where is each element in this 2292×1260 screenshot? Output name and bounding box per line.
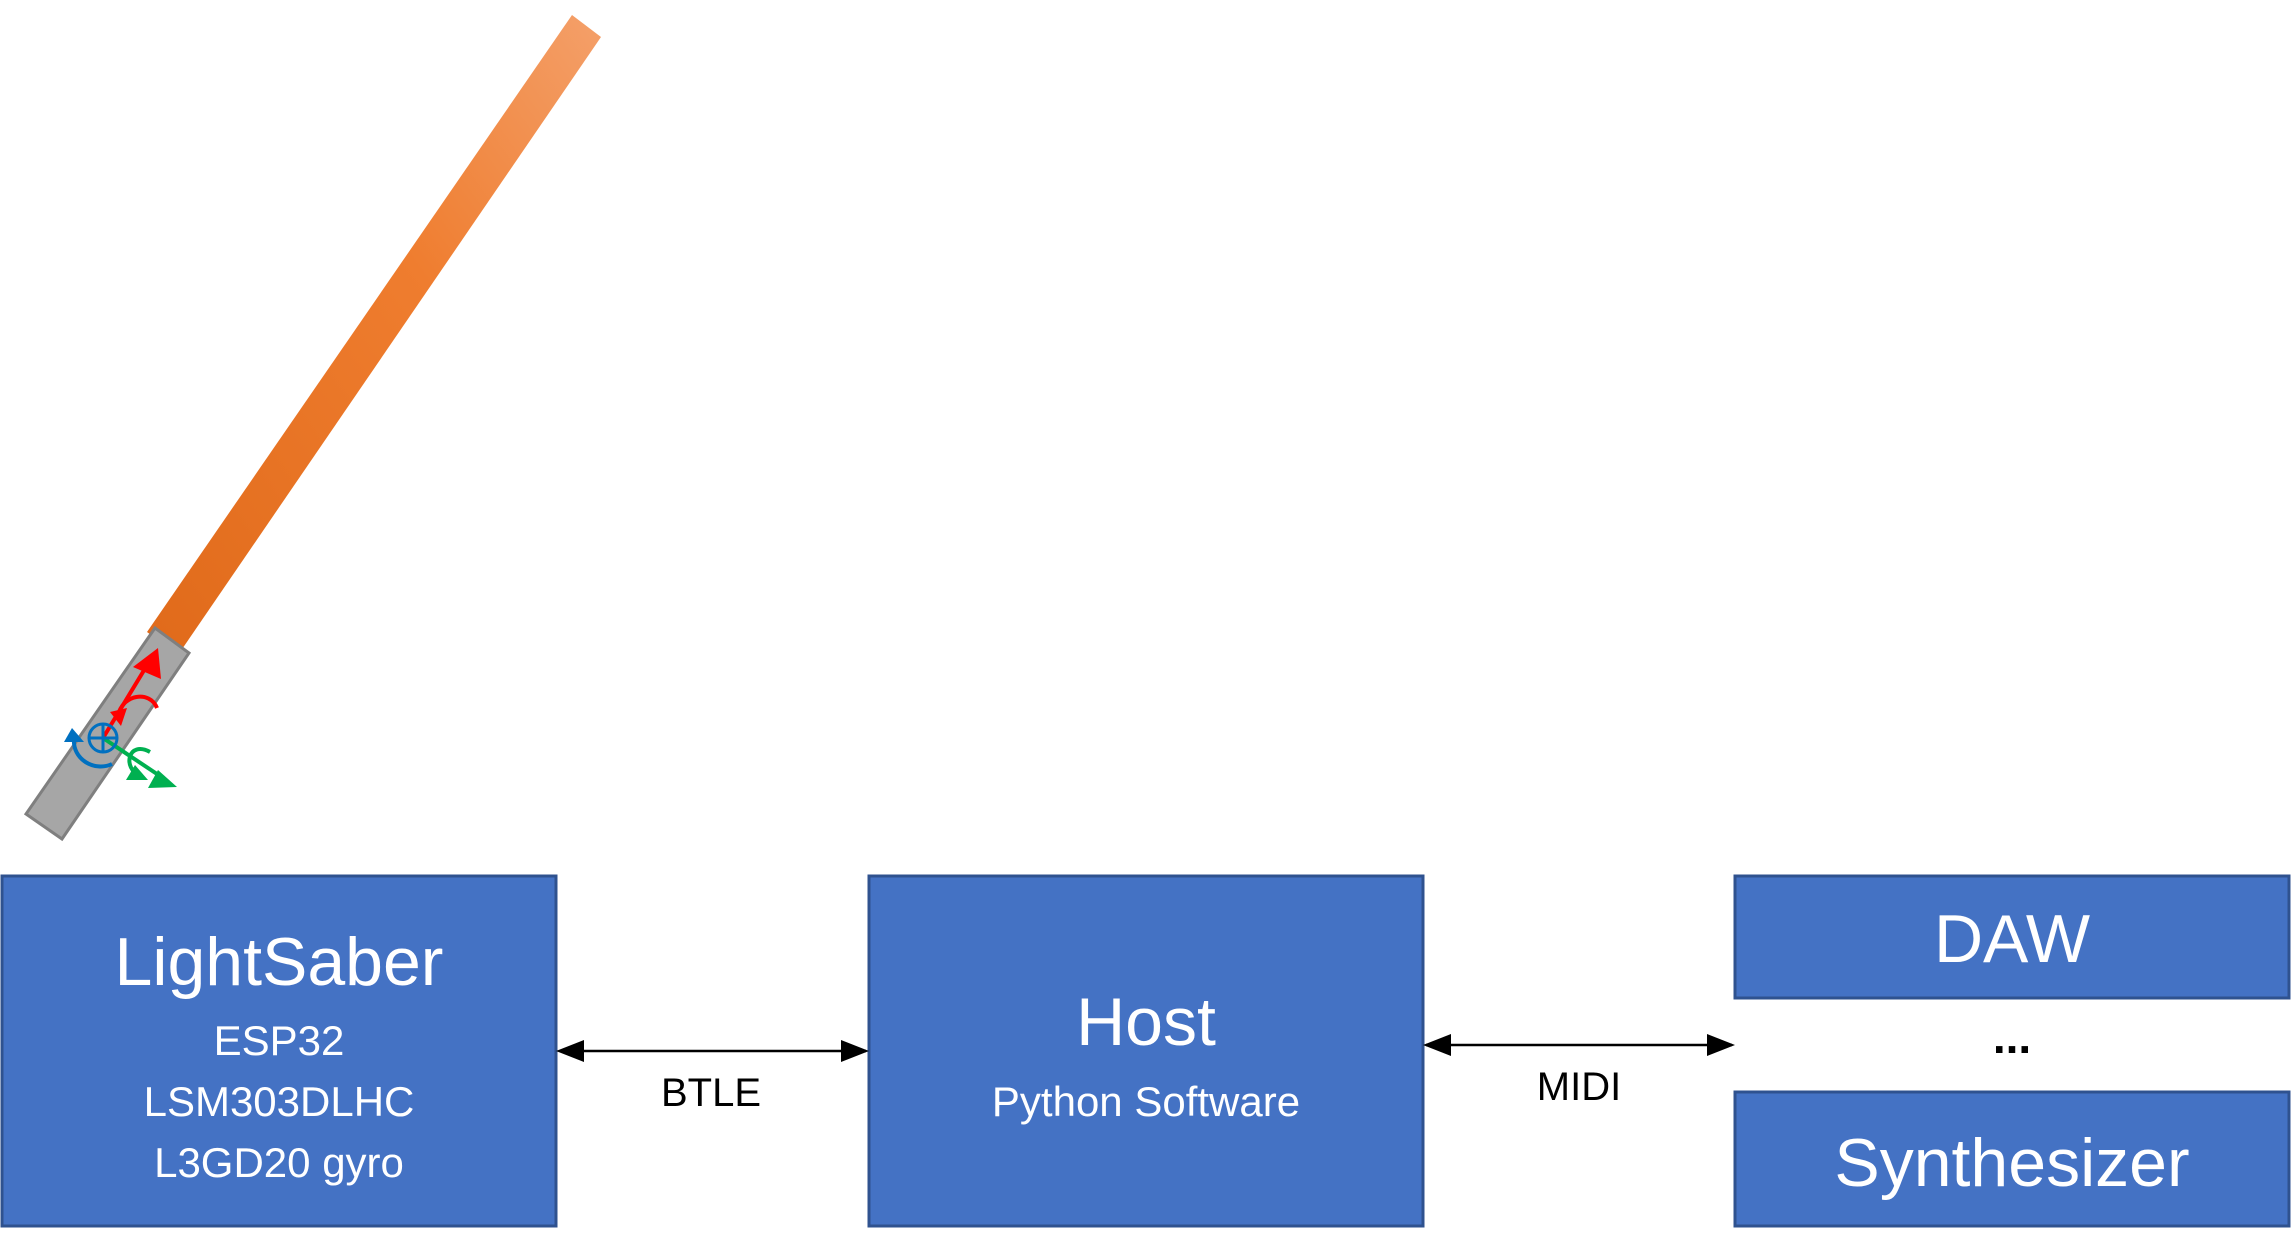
btle-label: BTLE xyxy=(661,1071,761,1115)
lightsaber-illustration xyxy=(23,15,601,842)
rotation-axes-icon xyxy=(64,648,177,788)
host-box: Host Python Software xyxy=(867,874,1425,1228)
btle-connector: BTLE xyxy=(556,1040,869,1115)
synthesizer-title: Synthesizer xyxy=(1834,1125,2189,1201)
midi-label: MIDI xyxy=(1537,1065,1621,1109)
daw-title: DAW xyxy=(1934,901,2090,977)
lightsaber-line-2: LSM303DLHC xyxy=(144,1078,415,1125)
daw-box: DAW xyxy=(1733,874,2291,1000)
lightsaber-box: LightSaber ESP32 LSM303DLHC L3GD20 gyro xyxy=(0,874,558,1228)
host-title: Host xyxy=(1076,984,1216,1060)
host-subtitle: Python Software xyxy=(992,1078,1300,1125)
midi-connector: MIDI xyxy=(1423,1034,1735,1109)
lightsaber-line-3: L3GD20 gyro xyxy=(154,1139,404,1186)
lightsaber-line-1: ESP32 xyxy=(214,1017,345,1064)
more-outputs-ellipsis: ... xyxy=(1993,1011,2031,1063)
saber-blade xyxy=(147,15,601,655)
lightsaber-title: LightSaber xyxy=(115,924,444,1000)
synthesizer-box: Synthesizer xyxy=(1733,1090,2291,1228)
